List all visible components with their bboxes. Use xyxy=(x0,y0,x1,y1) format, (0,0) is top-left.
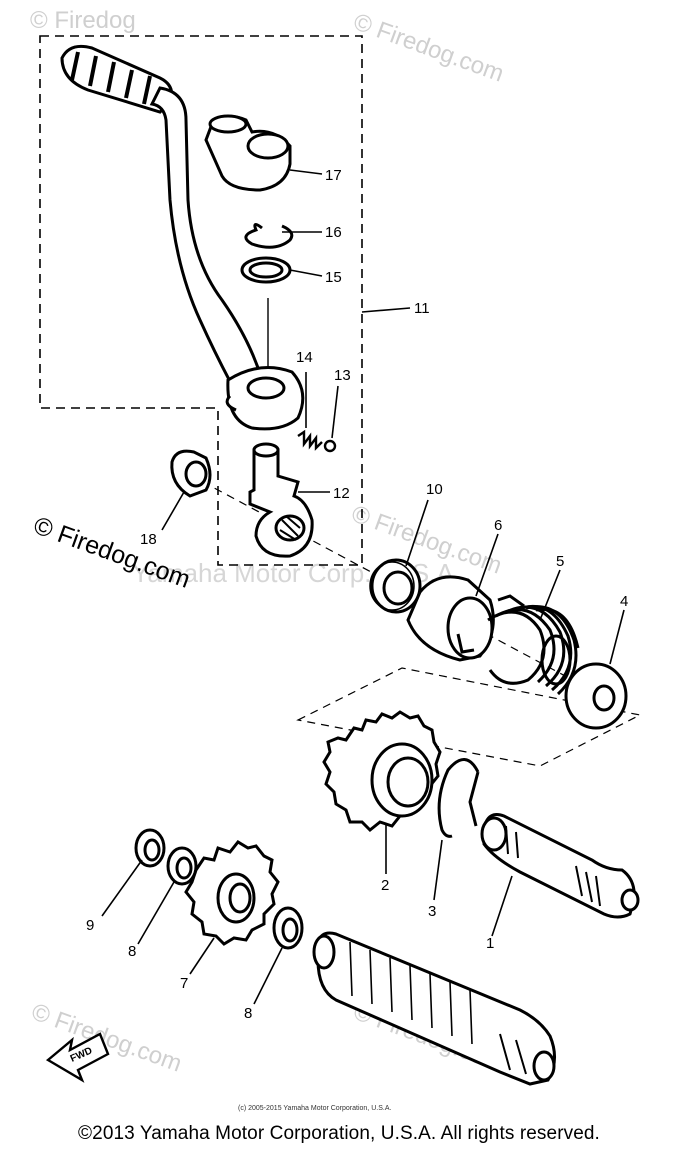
callout-15: 15 xyxy=(325,269,342,286)
callout-labels: 17 16 15 11 14 13 12 18 10 6 5 4 2 3 1 9… xyxy=(86,167,628,1022)
watermark-site-label: © Firedog.com xyxy=(30,511,194,594)
washer-8-part xyxy=(166,846,198,886)
callout-2: 2 xyxy=(381,877,389,894)
watermark-text: © Firedog.com xyxy=(28,998,185,1077)
spring-guide-part xyxy=(406,575,495,662)
bushing-part xyxy=(170,449,212,498)
callout-8-lower: 8 xyxy=(244,1005,252,1022)
washer-part xyxy=(240,256,292,284)
watermark-text: © Firedog xyxy=(30,7,136,34)
callout-8: 8 xyxy=(128,943,136,960)
kick-boss-part xyxy=(248,442,314,558)
callout-17: 17 xyxy=(325,167,342,184)
watermark-text: © Firedog.com xyxy=(350,8,507,87)
callout-11: 11 xyxy=(414,300,430,317)
circlip-part xyxy=(244,223,294,249)
washer-8-lower-part xyxy=(272,906,304,950)
callout-7: 7 xyxy=(180,975,188,992)
leader-lines xyxy=(101,169,625,1005)
assembly-boundary-dashed xyxy=(39,35,363,566)
oil-seal-part xyxy=(369,558,422,614)
kick-gear-part xyxy=(322,710,442,833)
callout-12: 12 xyxy=(333,485,350,502)
copyright-footer: ©2013 Yamaha Motor Corporation, U.S.A. A… xyxy=(78,1123,600,1144)
callout-14: 14 xyxy=(296,349,313,366)
callout-5: 5 xyxy=(556,553,564,570)
kick-axle-part xyxy=(480,813,640,919)
small-copyright: (c) 2005-2015 Yamaha Motor Corporation, … xyxy=(238,1105,391,1112)
callout-10: 10 xyxy=(426,481,443,498)
callout-6: 6 xyxy=(494,517,502,534)
spring-part xyxy=(297,429,323,451)
washer-9-part xyxy=(134,828,166,868)
torsion-spring-part xyxy=(487,594,580,696)
kick-lever-part xyxy=(60,44,305,431)
plain-washer-part xyxy=(564,662,628,730)
ball-part xyxy=(323,439,337,453)
clip-part xyxy=(437,758,480,838)
callout-4: 4 xyxy=(620,593,628,610)
main-axle-shaft xyxy=(312,931,556,1086)
callout-18: 18 xyxy=(140,531,157,548)
callout-16: 16 xyxy=(325,224,342,241)
callout-13: 13 xyxy=(334,367,351,384)
callout-3: 3 xyxy=(428,903,436,920)
idle-gear-part xyxy=(184,840,280,946)
callout-9: 9 xyxy=(86,917,94,934)
kick-boot-part xyxy=(204,114,292,192)
gear-group-boundary-dashed xyxy=(296,667,642,767)
forward-arrow-icon: FWD xyxy=(45,1032,110,1083)
callout-1: 1 xyxy=(486,935,494,952)
